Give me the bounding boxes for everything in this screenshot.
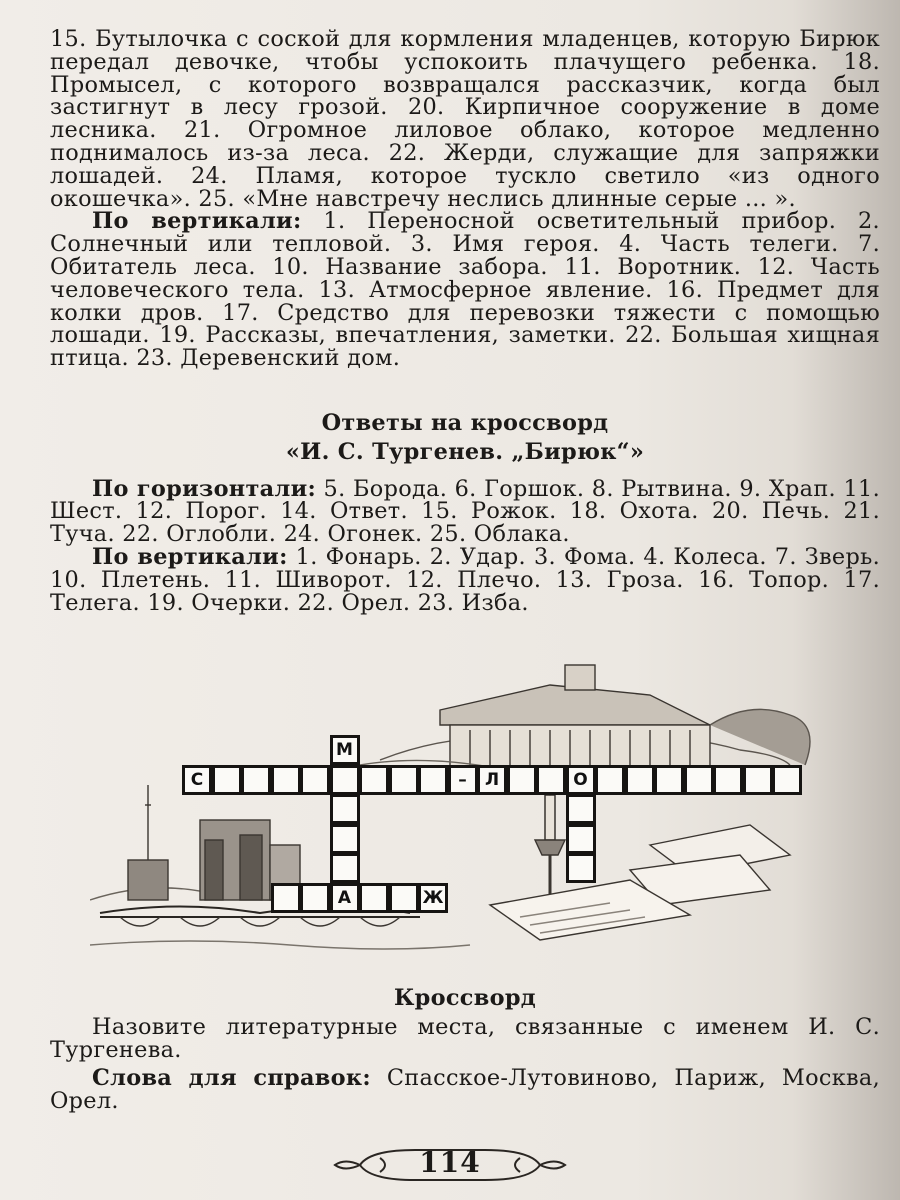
crossword-cell bbox=[742, 764, 773, 795]
answers-horizontal: По горизонтали: 5. Борода. 6. Горшок. 8.… bbox=[50, 475, 880, 548]
crossword-cell bbox=[329, 764, 360, 795]
vertical-clues-paragraph: По вертикали: 1. Переносной осветительны… bbox=[50, 210, 880, 370]
crossword-cell bbox=[772, 764, 802, 795]
crossword-cell bbox=[418, 764, 448, 795]
horizontal-clues-paragraph: 15. Бутылочка с соской для кормления мла… bbox=[50, 26, 880, 212]
crossword-cell bbox=[624, 764, 655, 795]
task-text: Назовите литературные места, связанные с… bbox=[50, 1013, 880, 1063]
crossword-cell bbox=[270, 882, 301, 913]
crossword-illustration: С –Л О М А Ж bbox=[89, 655, 850, 965]
reference-words: Слова для справок: Спасское-Лутовиново, … bbox=[50, 1067, 880, 1113]
vertical-clues-label: По вертикали: bbox=[92, 208, 302, 235]
crossword-cell bbox=[388, 882, 419, 913]
crossword-cell bbox=[300, 882, 330, 913]
answers-horizontal-text: 5. Борода. 6. Горшок. 8. Рытвина. 9. Хра… bbox=[50, 475, 880, 548]
crossword-cell: С bbox=[182, 764, 212, 795]
engraving-background bbox=[89, 664, 811, 950]
crossword-cell bbox=[329, 794, 360, 824]
crossword-cell: М bbox=[329, 735, 360, 765]
answers-vertical-text: 1. Фонарь. 2. Удар. 3. Фома. 4. Колеса. … bbox=[50, 543, 880, 616]
answers-horizontal-label: По горизонтали: bbox=[92, 475, 317, 502]
crossword-cell bbox=[565, 853, 596, 883]
crossword-cell: А bbox=[329, 882, 360, 913]
crossword-cell bbox=[683, 764, 714, 795]
answers-section: Ответы на кроссворд «И. С. Тургенев. „Би… bbox=[50, 412, 880, 614]
crossword-cell bbox=[270, 764, 301, 795]
crossword-cell: О bbox=[565, 764, 596, 795]
reference-words-label: Слова для справок: bbox=[92, 1065, 371, 1092]
vertical-clues-text: 1. Переносной осветительный прибор. 2. С… bbox=[50, 208, 880, 372]
crossword-cell bbox=[713, 764, 743, 795]
answers-title: Ответы на кроссворд bbox=[321, 410, 609, 436]
crossword-cell: – bbox=[447, 764, 478, 795]
crossword-clues-continued: 15. Бутылочка с соской для кормления мла… bbox=[50, 28, 880, 370]
crossword-cell bbox=[241, 764, 271, 795]
crossword-cell bbox=[329, 823, 360, 854]
crossword-cell bbox=[388, 764, 419, 795]
page-number: 114 bbox=[419, 1146, 481, 1179]
crossword-cell bbox=[565, 823, 596, 854]
task-title: Кроссворд bbox=[394, 985, 536, 1011]
crossword-cell bbox=[359, 764, 389, 795]
answers-vertical-label: По вертикали: bbox=[92, 543, 288, 570]
crossword-cell bbox=[211, 764, 242, 795]
crossword-cell bbox=[536, 764, 566, 795]
task-section: Кроссворд Назовите литературные места, с… bbox=[50, 987, 880, 1113]
crossword-cell bbox=[506, 764, 537, 795]
crossword-cell bbox=[329, 853, 360, 883]
reference-words-text: Спасское-Лутовиново, Париж, Москва, Орел… bbox=[50, 1065, 880, 1115]
answers-vertical: По вертикали: 1. Фонарь. 2. Удар. 3. Фом… bbox=[50, 546, 880, 614]
crossword-cell bbox=[654, 764, 684, 795]
crossword-cell: Ж bbox=[418, 882, 448, 913]
crossword-cell bbox=[359, 882, 389, 913]
crossword-cell bbox=[300, 764, 330, 795]
crossword-cell bbox=[565, 794, 596, 824]
crossword-cell: Л bbox=[477, 764, 507, 795]
answers-subtitle: «И. С. Тургенев. „Бирюк“» bbox=[285, 438, 645, 465]
page-number-ornament bbox=[333, 1149, 567, 1181]
crossword-cell bbox=[595, 764, 625, 795]
